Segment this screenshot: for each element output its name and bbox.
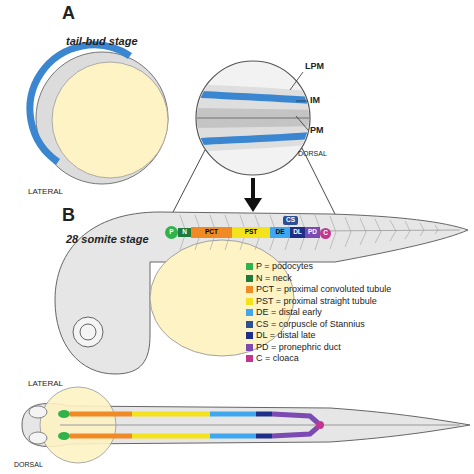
legend-row: C = cloaca: [246, 354, 299, 363]
nephron-segment: DL: [290, 227, 305, 238]
figure-label: 28 somite stage: [66, 234, 149, 245]
legend-swatch: [246, 344, 253, 351]
legend-text: DL = distal late: [256, 331, 315, 340]
figure-label: LATERAL: [28, 380, 63, 388]
nephron-segment: PD: [305, 227, 320, 238]
segment-label: CS: [286, 217, 295, 224]
nephron-segment: DE: [270, 227, 290, 238]
legend-text: C = cloaca: [256, 354, 299, 363]
legend-swatch: [246, 332, 253, 339]
figure-label: DORSAL: [14, 461, 43, 468]
legend-swatch: [246, 321, 253, 328]
figure-label: tail-bud stage: [66, 36, 138, 47]
figure-label: DORSAL: [298, 150, 327, 157]
legend-row: N = neck: [246, 274, 292, 283]
segment-label: PST: [245, 229, 258, 236]
figure-label: IM: [310, 96, 320, 105]
legend-row: PD = pronephric duct: [246, 343, 341, 352]
legend-text: DE = distal early: [256, 308, 322, 317]
segment-label: P: [169, 229, 173, 236]
legend-row: PCT = proximal convoluted tubule: [246, 285, 391, 294]
segment-label: DL: [293, 229, 302, 236]
segment-label: N: [182, 229, 187, 236]
nephron-segment: PCT: [191, 227, 232, 238]
legend-swatch: [246, 355, 253, 362]
legend-text: PST = proximal straight tubule: [256, 297, 377, 306]
segment-label: C: [323, 230, 328, 237]
legend-swatch: [246, 263, 253, 270]
figure-label: A: [62, 4, 75, 22]
legend-row: P = podocytes: [246, 262, 313, 271]
legend-row: DE = distal early: [246, 308, 322, 317]
nephron-segment: CS: [283, 216, 298, 225]
legend-text: N = neck: [256, 274, 292, 283]
figure-label: LPM: [305, 62, 324, 71]
legend-swatch: [246, 286, 253, 293]
figure-label: PM: [310, 126, 324, 135]
nephron-segment: N: [178, 228, 191, 237]
nephron-segment: PST: [232, 227, 270, 238]
legend-text: P = podocytes: [256, 262, 313, 271]
legend-swatch: [246, 309, 253, 316]
legend-row: CS = corpuscle of Stannius: [246, 320, 365, 329]
segment-label: PCT: [205, 229, 218, 236]
nephron-segment: P: [165, 226, 178, 239]
legend-text: PD = pronephric duct: [256, 343, 341, 352]
legend-text: CS = corpuscle of Stannius: [256, 320, 365, 329]
segment-label: PD: [308, 229, 317, 236]
legend-row: PST = proximal straight tubule: [246, 297, 377, 306]
nephron-segment: C: [320, 228, 331, 239]
legend-swatch: [246, 275, 253, 282]
legend-text: PCT = proximal convoluted tubule: [256, 285, 391, 294]
legend-row: DL = distal late: [246, 331, 315, 340]
legend-swatch: [246, 298, 253, 305]
figure-label: B: [62, 206, 75, 224]
figure-label: LATERAL: [28, 188, 63, 196]
segment-label: DE: [275, 229, 284, 236]
